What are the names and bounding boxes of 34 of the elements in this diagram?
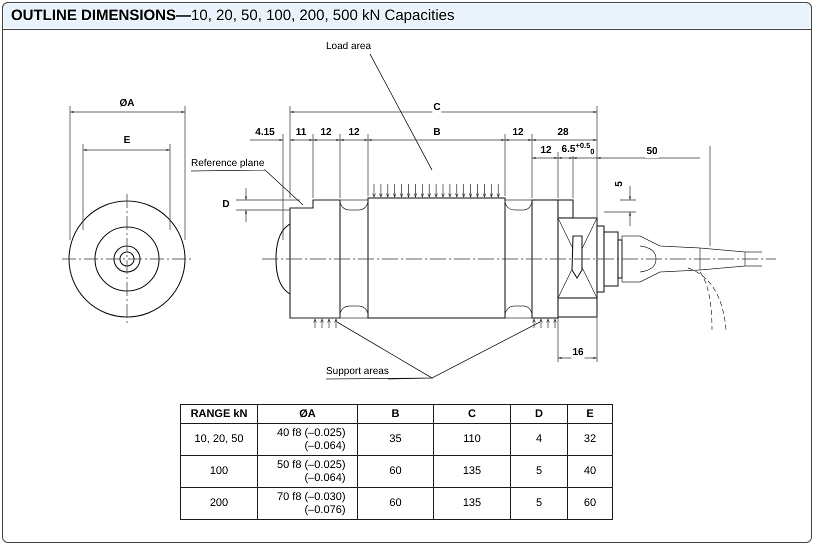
callout-label: Support areas [326, 365, 389, 378]
table-cell: 100 [180, 456, 258, 488]
table-header-cell: ØA [258, 404, 358, 424]
table-cell: 60 [358, 456, 434, 488]
table-cell: 4 [510, 424, 568, 456]
table-cell: 200 [180, 488, 258, 520]
leader-line [370, 54, 432, 170]
table-cell: 135 [434, 456, 510, 488]
table-header-cell: D [510, 404, 568, 424]
table-cell: 40 [568, 456, 612, 488]
table-cell: 35 [358, 424, 434, 456]
leader-line [190, 170, 304, 206]
table-cell: 40 f8 (–0.025) (–0.064) [258, 424, 358, 456]
title: OUTLINE DIMENSIONS—10, 20, 50, 100, 200, 500 kN Capacities [11, 6, 455, 26]
table-cell: 60 [358, 488, 434, 520]
table-header-cell: RANGE kN [180, 404, 258, 424]
table-cell: 110 [434, 424, 510, 456]
table-cell: 135 [434, 488, 510, 520]
callout-label: Reference plane [191, 157, 264, 170]
table-cell: 10, 20, 50 [180, 424, 258, 456]
leader-line [388, 322, 540, 380]
table-cell: 5 [510, 488, 568, 520]
table-header-cell: E [568, 404, 612, 424]
table-cell: 50 f8 (–0.025) (–0.064) [258, 456, 358, 488]
dimension-label: 16 [571, 347, 585, 359]
dimension-label: C [432, 102, 442, 114]
table-header-cell: B [358, 404, 434, 424]
table-cell: 70 f8 (–0.030) (–0.076) [258, 488, 358, 520]
table-cell: 5 [510, 456, 568, 488]
table-cell: 32 [568, 424, 612, 456]
table-header-cell: C [434, 404, 510, 424]
leader-line [326, 322, 434, 380]
table-cell: 60 [568, 488, 612, 520]
dimension-label: 50 [645, 146, 659, 158]
